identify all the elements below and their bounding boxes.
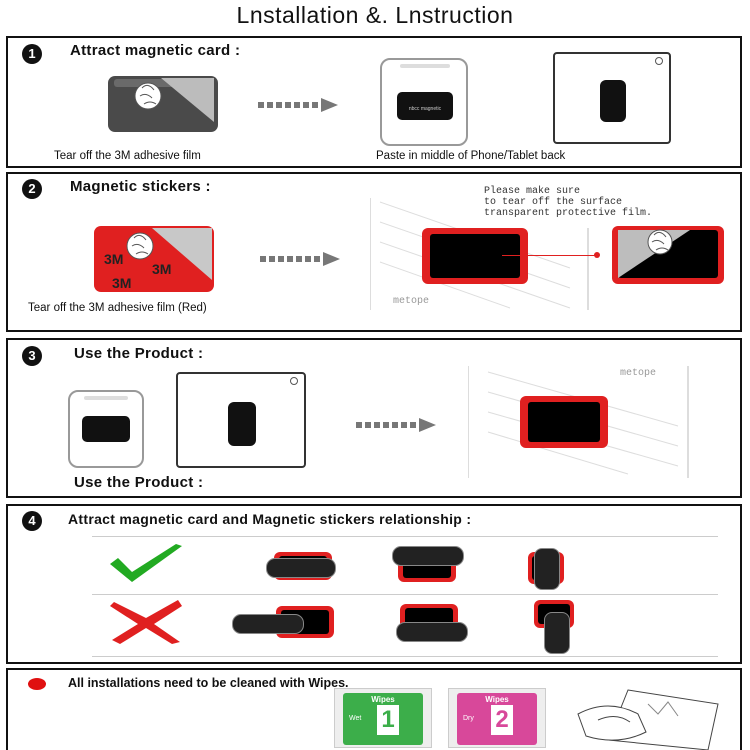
phone-back [68, 390, 144, 468]
step-2-number: 2 [22, 179, 42, 199]
step-1-panel: 1 Attract magnetic card : Tear off the 3… [6, 36, 742, 168]
magnetic-card [392, 546, 464, 566]
row-divider [92, 656, 718, 657]
sticker-black-center [528, 402, 600, 442]
step-2-note: Please make sure to tear off the surface… [484, 186, 652, 219]
wipe-brand: Wipes [485, 695, 509, 704]
page-title: Lnstallation &. Lnstruction [236, 2, 514, 28]
wipe-brand: Wipes [371, 695, 395, 704]
red-sticker [422, 228, 528, 284]
tablet-back [176, 372, 306, 468]
cross-icon [110, 600, 182, 644]
red-sticker [520, 396, 608, 448]
pointer-line [502, 255, 598, 256]
magnetic-card-label: nbcc magnetic [408, 106, 442, 112]
note-line: to tear off the surface [484, 197, 623, 208]
camera-icon [84, 396, 128, 400]
wipe-packet-wet: Wipes Wet 1 [334, 688, 432, 748]
check-icon [110, 544, 182, 582]
wipe-packet-dry: Wipes Dry 2 [448, 688, 546, 748]
magnetic-card: nbcc magnetic [397, 92, 453, 120]
camera-icon [655, 57, 663, 65]
step-2-caption-left: Tear off the 3M adhesive film (Red) [28, 302, 207, 314]
step-2-watermark: metope [393, 296, 430, 307]
magnetic-card [266, 558, 336, 578]
pointer-dot [594, 252, 600, 258]
magnetic-card [228, 402, 256, 446]
wipe-number: 2 [491, 705, 513, 735]
step-1-number: 1 [22, 44, 42, 64]
protective-film-peel-image [612, 226, 724, 284]
hand-icon [134, 82, 162, 110]
tablet-back [553, 52, 671, 144]
magnetic-card [534, 548, 560, 590]
camera-icon [400, 64, 450, 68]
step-3-panel: 3 Use the Product : Use the Product : me… [6, 338, 742, 498]
camera-icon [290, 377, 298, 385]
hand-icon [126, 232, 154, 260]
magnetic-card-peel-image [108, 76, 218, 132]
step-1-caption-left: Tear off the 3M adhesive film [54, 150, 201, 162]
step-2-heading: Magnetic stickers : [70, 178, 211, 195]
step-1-heading: Attract magnetic card : [70, 42, 241, 59]
sticker-black-center [430, 234, 520, 278]
magnetic-card [396, 622, 468, 642]
wipe-number: 1 [377, 705, 399, 735]
arrow-icon [356, 418, 436, 432]
phone-back: nbcc magnetic [380, 58, 468, 146]
magnetic-card [600, 80, 626, 122]
step-3-caption-bottom: Use the Product : [74, 474, 204, 491]
step-4-heading: Attract magnetic card and Magnetic stick… [68, 511, 472, 527]
wiping-hand-image [577, 689, 719, 750]
arrow-icon [258, 98, 338, 112]
step-4-panel: 4 Attract magnetic card and Magnetic sti… [6, 504, 742, 664]
note-line: Please make sure [484, 186, 581, 197]
step-2-panel: 2 Magnetic stickers : 3M 3M 3M Tear off … [6, 172, 742, 332]
wipes-panel: All installations need to be cleaned wit… [6, 668, 742, 750]
row-divider [92, 536, 718, 537]
sticker-3m-label: 3M [104, 251, 123, 267]
red-sticker-peel-image: 3M 3M 3M [94, 226, 214, 292]
note-line: transparent protective film. [484, 208, 653, 219]
wipes-note: All installations need to be cleaned wit… [68, 676, 349, 690]
hand-icon [647, 229, 673, 255]
step-3-number: 3 [22, 346, 42, 366]
step-1-caption-right: Paste in middle of Phone/Tablet back [376, 150, 566, 162]
magnetic-card [82, 416, 130, 442]
step-3-heading: Use the Product : [74, 345, 204, 362]
step-4-number: 4 [22, 511, 42, 531]
arrow-icon [260, 252, 340, 266]
step-3-watermark: metope [620, 368, 657, 379]
sticker-3m-label: 3M [152, 261, 171, 277]
wipe-tag: Dry [463, 715, 474, 722]
sticker-3m-label: 3M [112, 275, 131, 291]
magnetic-card [232, 614, 304, 634]
row-divider [92, 594, 718, 595]
wipe-tag: Wet [349, 715, 362, 722]
magnetic-card [544, 612, 570, 654]
bullet-dot [28, 678, 46, 690]
